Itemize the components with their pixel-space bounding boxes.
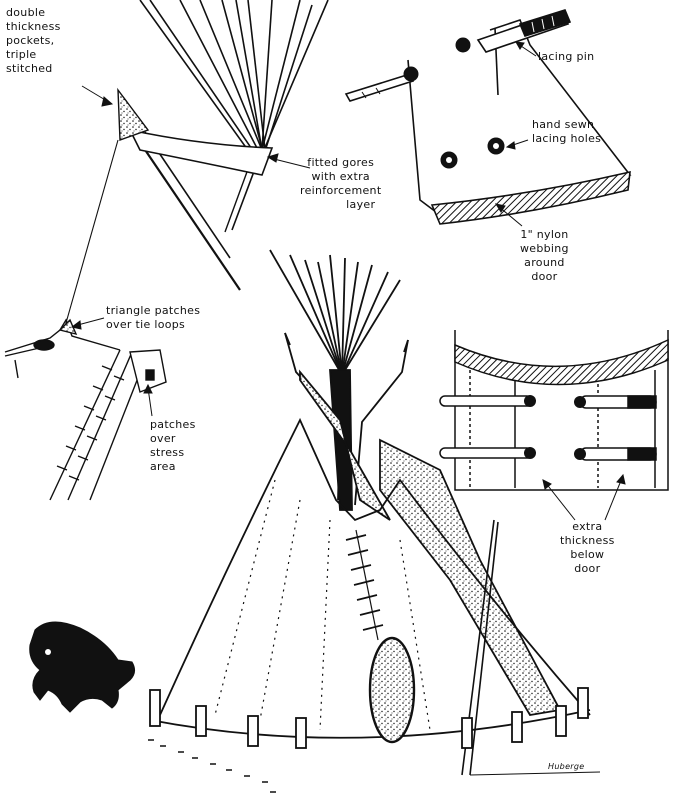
label-line: thickness — [6, 20, 61, 33]
label-line: layer — [346, 198, 376, 211]
label-line: 1" nylon — [520, 228, 569, 241]
artist-signature: Huberge — [548, 760, 584, 774]
label-double-thickness: double thickness pockets, triple stitche… — [6, 6, 61, 76]
tie-loop-detail — [4, 318, 167, 501]
label-line: pockets, — [6, 34, 55, 47]
label-patches-stress: patches over stress area — [150, 418, 196, 474]
label-extra-thickness: extra thickness below door — [560, 520, 615, 576]
label-line: stress — [150, 446, 185, 459]
label-line: over — [150, 432, 176, 445]
track-marks — [148, 739, 276, 793]
label-triangle-patches: triangle patches over tie loops — [106, 304, 200, 332]
label-line: door — [531, 270, 558, 283]
buffalo-emblem — [29, 621, 136, 713]
label-line: with extra — [311, 170, 370, 183]
label-line: area — [150, 460, 176, 473]
label-line: over tie loops — [106, 318, 186, 331]
label-line: thickness — [560, 534, 615, 547]
label-line: lacing pin — [538, 50, 595, 63]
label-nylon-webbing: 1" nylon webbing around door — [520, 228, 569, 284]
label-line: around — [524, 256, 565, 269]
label-line: extra — [572, 520, 603, 533]
label-line: triple — [6, 48, 37, 61]
arrow-gores — [266, 153, 311, 169]
label-hand-sewn: hand sewn lacing holes — [532, 118, 601, 146]
label-line: patches — [150, 418, 196, 431]
arrow-pocket — [81, 85, 114, 107]
door-holes — [524, 395, 586, 460]
label-line: Huberge — [548, 762, 585, 771]
lacing-detail — [344, 9, 632, 225]
label-line: hand sewn — [532, 118, 595, 131]
label-line: door — [574, 562, 601, 575]
lacing-holes — [403, 37, 505, 169]
label-fitted-gores: fitted gores with extra reinforcement la… — [300, 156, 381, 212]
label-line: stitched — [6, 62, 53, 75]
label-line: fitted gores — [307, 156, 375, 169]
label-line: reinforcement — [300, 184, 382, 197]
label-line: lacing holes — [532, 132, 602, 145]
door-detail — [439, 330, 669, 491]
door-arrows — [542, 473, 626, 521]
label-line: double — [6, 6, 46, 19]
label-lacing-pin: lacing pin — [538, 50, 594, 64]
label-line: webbing — [520, 242, 569, 255]
tie-arrows — [70, 317, 153, 417]
pole-tips-detail — [63, 0, 329, 331]
label-line: triangle patches — [106, 304, 201, 317]
label-line: below — [570, 548, 605, 561]
tipi-main — [149, 249, 601, 776]
lacing-arrows — [494, 41, 537, 227]
